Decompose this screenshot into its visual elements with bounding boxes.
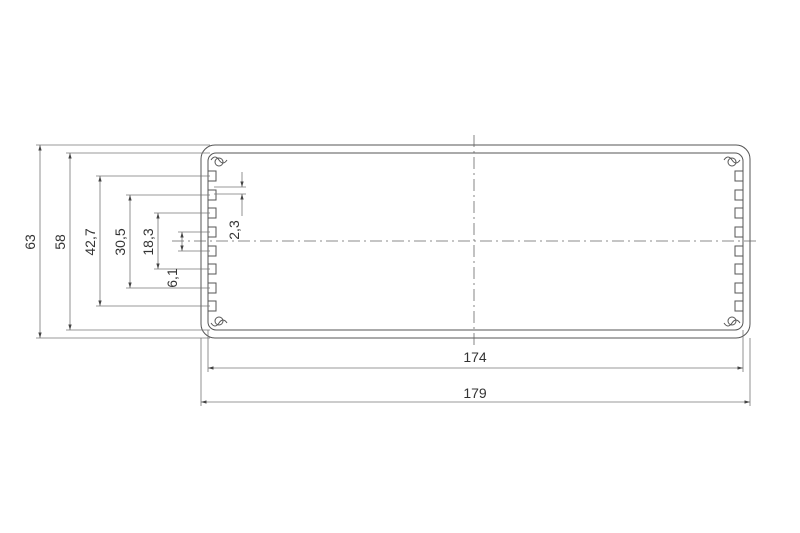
extension-lines: [36, 144, 751, 406]
left-slot: [208, 207, 217, 219]
right-slot: [734, 300, 743, 312]
dim-label-6-1: 6,1: [164, 268, 180, 288]
left-slot: [208, 245, 217, 257]
right-slot: [734, 282, 743, 294]
left-slot: [208, 282, 217, 294]
dim-label-58: 58: [52, 234, 68, 250]
left-slot: [208, 300, 217, 312]
left-slot: [208, 189, 217, 201]
dim-label-42-7: 42,7: [82, 228, 98, 255]
left-slot: [208, 226, 217, 238]
left-slot: [208, 263, 217, 275]
inner-contour: [207, 152, 744, 331]
dim-label-174: 174: [463, 349, 487, 365]
center-lines: [172, 135, 760, 345]
right-slot: [734, 226, 743, 238]
left-slot: [208, 170, 217, 182]
right-slot: [734, 263, 743, 275]
dim-label-2-3: 2,3: [226, 220, 242, 240]
profile-body: [200, 144, 751, 339]
corner-channels: [210, 156, 741, 327]
right-slot: [734, 189, 743, 201]
dimension-lines: [38, 145, 750, 404]
right-slot: [734, 245, 743, 257]
dim-label-18-3: 18,3: [140, 228, 156, 255]
outer-contour: [200, 144, 751, 339]
dim-label-63: 63: [22, 234, 38, 250]
dim-label-30-5: 30,5: [112, 228, 128, 255]
dimension-labels: 63 58 42,7 30,5 18,3 6,1 2,3 174 179: [22, 220, 487, 401]
right-slots: [734, 170, 743, 312]
left-slots: [208, 170, 217, 312]
right-slot: [734, 170, 743, 182]
right-slot: [734, 207, 743, 219]
dim-label-179: 179: [463, 385, 487, 401]
